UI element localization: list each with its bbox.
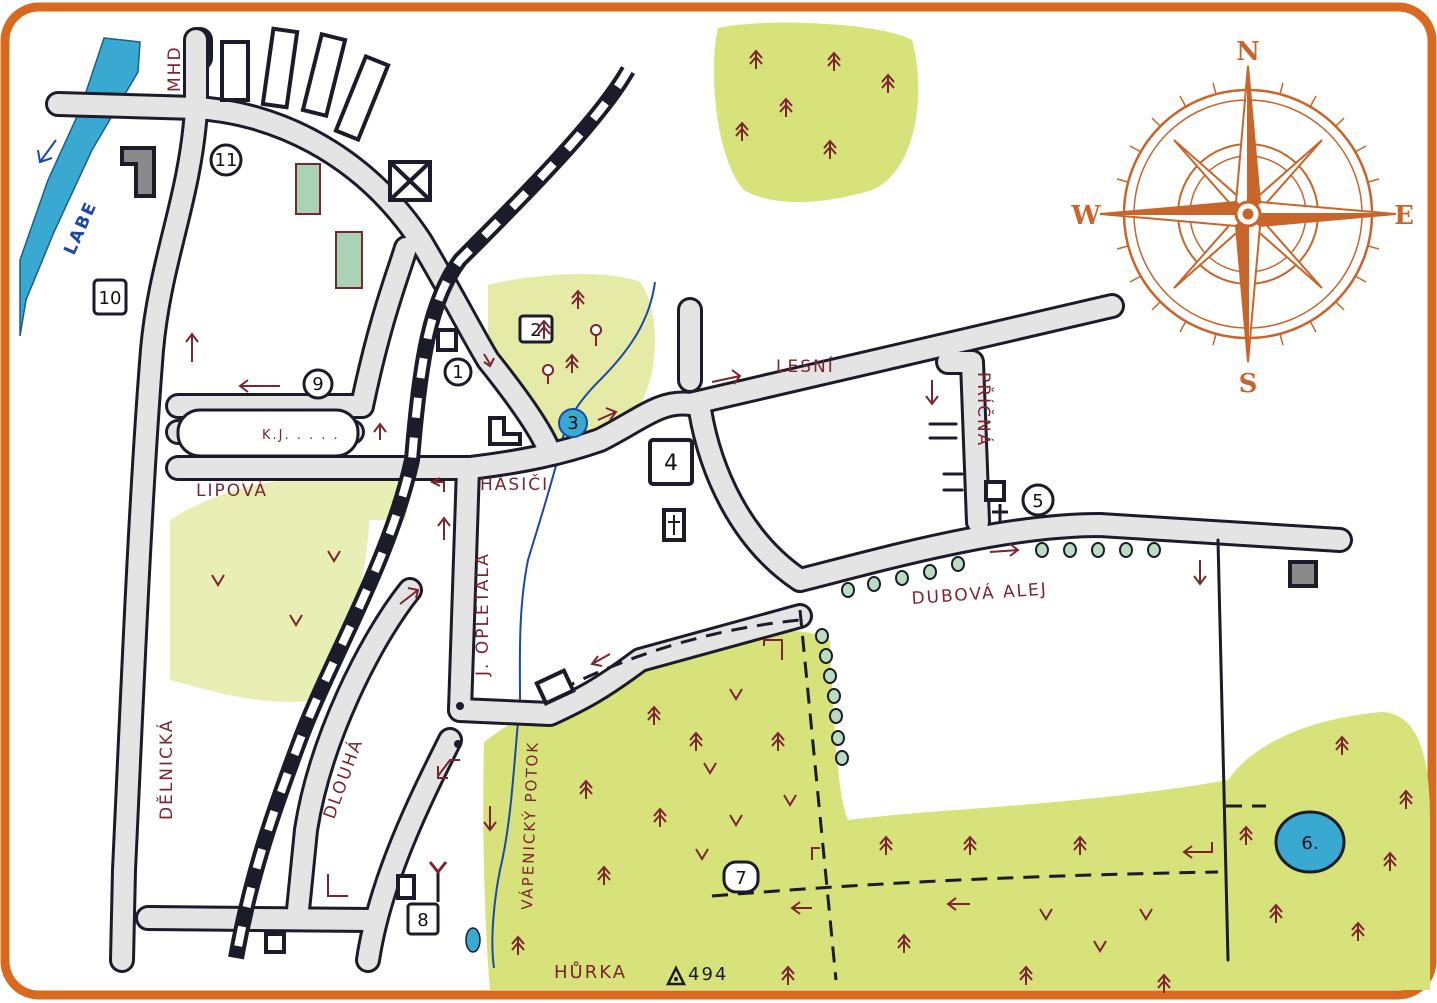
svg-text:6.: 6. <box>1301 833 1318 854</box>
road-network <box>45 27 1353 973</box>
park-sign-icons <box>542 324 602 384</box>
summit-triangle-icon <box>665 965 687 986</box>
cross-icon <box>992 504 1008 522</box>
svg-text:4: 4 <box>664 451 678 476</box>
point-4[interactable]: 4 <box>648 438 694 486</box>
summit-elevation: 494 <box>688 964 728 985</box>
point-6-pond[interactable]: 6. <box>1274 810 1346 874</box>
label-mhd: MHD <box>165 45 185 92</box>
point-11[interactable]: 11 <box>209 143 243 177</box>
forest-west-tip <box>292 470 412 520</box>
railway <box>228 66 635 960</box>
point-1[interactable]: 1 <box>443 357 473 387</box>
forest-north <box>713 22 919 203</box>
label-lipova: LIPOVÁ <box>196 479 268 501</box>
compass-west: W <box>1070 201 1101 231</box>
svg-text:9: 9 <box>312 374 323 395</box>
svg-text:11: 11 <box>215 150 238 171</box>
vapenicky-stream <box>491 281 656 969</box>
label-pricna: PŘÍČNÁ <box>973 372 995 447</box>
compass-south: S <box>1239 369 1258 399</box>
label-kj: K.J. . . . . <box>262 428 340 443</box>
dashed-trails <box>559 609 1266 981</box>
point-8[interactable]: 8 <box>406 902 440 936</box>
compass-rose <box>1099 65 1397 363</box>
svg-text:1: 1 <box>452 362 463 383</box>
svg-text:5: 5 <box>1032 491 1043 512</box>
buildings <box>120 26 1318 954</box>
bus-stop-dot <box>454 740 462 748</box>
point-10[interactable]: 10 <box>92 278 128 316</box>
label-hasici: HASIČI <box>480 473 549 495</box>
compass-north: N <box>1236 37 1260 67</box>
point-markers: 11 10 9 1 2 3 4 5 <box>92 143 1346 936</box>
lookout-icon <box>428 861 448 902</box>
label-opletala: J. OPLETALA <box>473 552 493 677</box>
svg-text:3: 3 <box>567 413 578 434</box>
label-lesni: LESNÍ <box>776 355 835 377</box>
label-delnicka: DĚLNICKÁ <box>155 719 177 820</box>
route-arrows <box>185 332 1213 915</box>
forest-west <box>170 478 371 702</box>
label-hurka: HŮRKA <box>554 961 627 983</box>
point-3[interactable]: 3 <box>558 408 588 438</box>
forest-south <box>483 630 1430 990</box>
river-flow-arrow <box>39 139 57 163</box>
bus-stop-dot <box>456 702 464 710</box>
compass-east: E <box>1394 201 1414 231</box>
svg-text:8: 8 <box>417 910 428 931</box>
point-7[interactable]: 7 <box>722 860 760 894</box>
svg-text:10: 10 <box>99 288 122 309</box>
svg-text:7: 7 <box>735 868 746 889</box>
svg-text:2: 2 <box>530 320 541 341</box>
small-pond <box>465 927 481 953</box>
compass-letters: N S E W <box>1070 37 1414 399</box>
point-2[interactable]: 2 <box>518 314 554 344</box>
point-5[interactable]: 5 <box>1021 483 1055 517</box>
point-9[interactable]: 9 <box>302 368 334 400</box>
